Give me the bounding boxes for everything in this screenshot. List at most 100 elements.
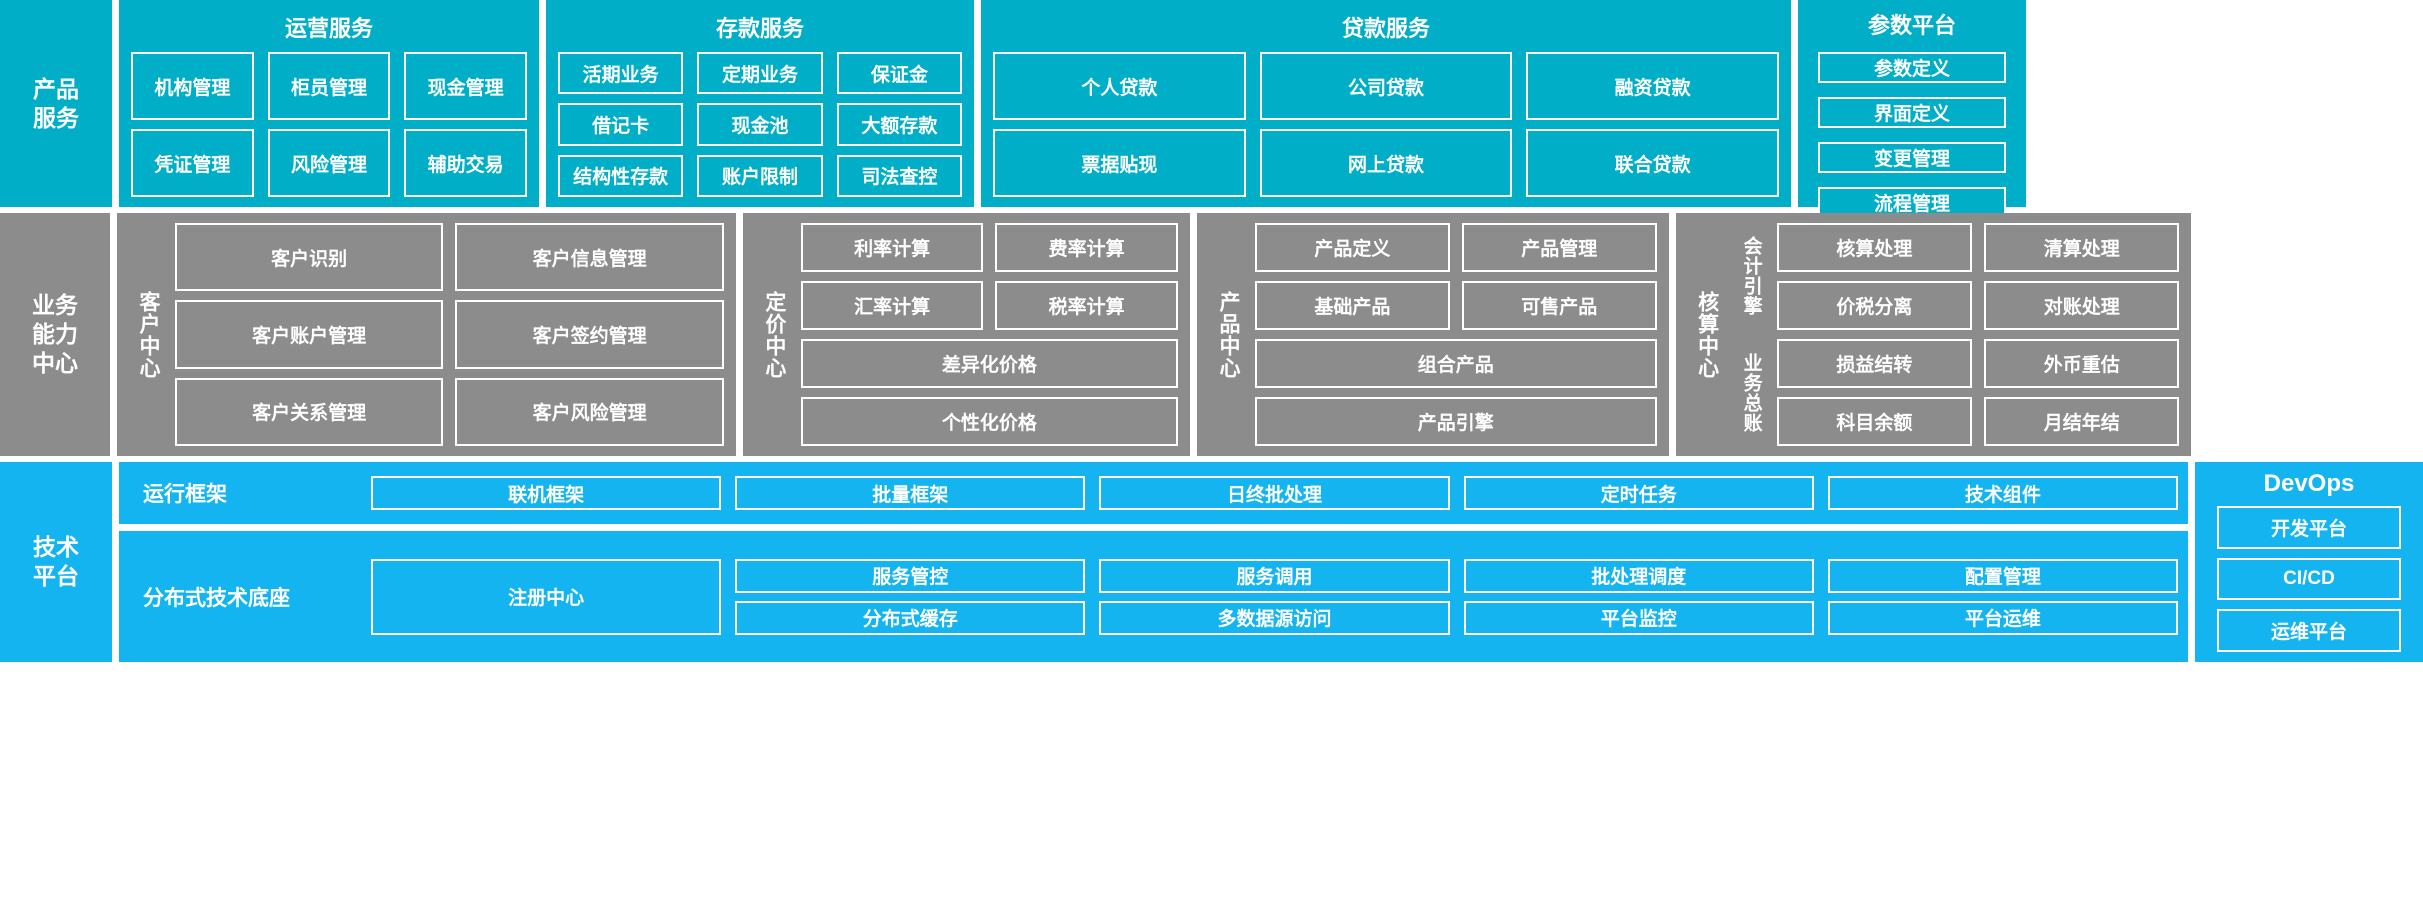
center-tile[interactable]: 客户签约管理 (455, 300, 724, 369)
service-tile[interactable]: 定期业务 (697, 52, 823, 95)
center-tile[interactable]: 基础产品 (1254, 281, 1450, 330)
business-capability-row: 业务能力中心 客户中心 客户识别 客户信息管理 客户账户管理 客户签约管理 客户… (0, 213, 2423, 456)
center-tile[interactable]: 客户识别 (174, 223, 444, 292)
center-sub-label-accounting-engine: 会计引擎 (1740, 236, 1762, 317)
tech-band-cells: 注册中心 服务管控 服务调用 批处理调度 配置管理 分布式缓存 多数据源访问 平… (371, 558, 2178, 635)
parameter-platform-item[interactable]: 变更管理 (1818, 142, 2006, 173)
tech-tile[interactable]: 日终批处理 (1099, 476, 1450, 510)
service-tile[interactable]: 司法查控 (836, 154, 962, 197)
service-group-loan: 贷款服务 个人贷款 公司贷款 融资贷款 票据贴现 网上贷款 联合贷款 (981, 0, 1791, 207)
service-tile[interactable]: 大额存款 (836, 103, 962, 146)
center-tile[interactable]: 税率计算 (995, 281, 1178, 330)
tech-tile[interactable]: 联机框架 (371, 476, 722, 510)
center-tile[interactable]: 汇率计算 (800, 281, 984, 330)
center-tile-grid: 利率计算 费率计算 汇率计算 税率计算 差异化价格 个性化价格 (800, 223, 1178, 446)
service-tile[interactable]: 现金池 (697, 103, 823, 146)
devops-item[interactable]: CI/CD (2217, 557, 2401, 601)
service-tile[interactable]: 辅助交易 (404, 129, 527, 197)
service-tile[interactable]: 结构性存款 (558, 154, 684, 197)
lane-label-product-services: 产品服务 (0, 0, 112, 207)
tech-tile[interactable]: 平台运维 (1827, 600, 2178, 635)
center-tile[interactable]: 科目余额 (1776, 397, 1973, 446)
center-side-label: 客户中心 (136, 290, 160, 379)
center-tile-grid: 产品定义 产品管理 基础产品 可售产品 组合产品 产品引擎 (1254, 223, 1657, 446)
center-tile[interactable]: 组合产品 (1254, 339, 1657, 388)
center-tile[interactable]: 产品引擎 (1254, 397, 1657, 446)
devops-items: 开发平台 CI/CD 运维平台 (2217, 506, 2401, 653)
center-tile[interactable]: 客户账户管理 (174, 300, 444, 369)
service-tile[interactable]: 融资贷款 (1526, 52, 1779, 120)
center-block-accounting: 核算中心 会计引擎 业务总账 核算处理 清算处理 价税分离 对账处理 损益结转 … (1675, 213, 2192, 456)
center-tile[interactable]: 个性化价格 (800, 397, 1178, 446)
center-tile[interactable]: 产品定义 (1254, 223, 1450, 272)
service-tile[interactable]: 账户限制 (697, 154, 823, 197)
center-tile[interactable]: 可售产品 (1461, 281, 1657, 330)
lane-label-text: 产品服务 (33, 75, 79, 131)
service-tile[interactable]: 联合贷款 (1526, 129, 1779, 197)
service-tile[interactable]: 柜员管理 (267, 52, 391, 120)
service-tile[interactable]: 网上贷款 (1259, 129, 1513, 197)
tech-band-label: 分布式技术底座 (143, 586, 290, 610)
parameter-platform-item[interactable]: 参数定义 (1818, 52, 2006, 83)
service-tile[interactable]: 保证金 (836, 52, 962, 95)
center-tile[interactable]: 月结年结 (1984, 397, 2180, 446)
service-group-operation: 运营服务 机构管理 柜员管理 现金管理 凭证管理 风险管理 辅助交易 (119, 0, 539, 207)
center-tile[interactable]: 价税分离 (1776, 281, 1973, 330)
service-group-deposit: 存款服务 活期业务 定期业务 保证金 借记卡 现金池 大额存款 结构性存款 账户… (546, 0, 974, 207)
center-tile[interactable]: 产品管理 (1461, 223, 1657, 272)
tech-tile[interactable]: 注册中心 (371, 558, 722, 635)
center-tile[interactable]: 损益结转 (1776, 339, 1973, 388)
center-block-product: 产品中心 产品定义 产品管理 基础产品 可售产品 组合产品 产品引擎 (1196, 213, 1669, 456)
center-side-label: 核算中心 (1695, 290, 1719, 379)
center-tile[interactable]: 差异化价格 (800, 339, 1178, 388)
devops-item[interactable]: 开发平台 (2217, 506, 2401, 549)
service-group-title: 运营服务 (284, 16, 373, 41)
center-tile[interactable]: 客户风险管理 (455, 377, 724, 446)
lane-label-text: 业务能力中心 (31, 292, 78, 376)
product-services-row: 产品服务 运营服务 机构管理 柜员管理 现金管理 凭证管理 风险管理 辅助交易 … (0, 0, 2423, 308)
service-tile[interactable]: 借记卡 (558, 103, 684, 146)
parameter-platform-title: 参数平台 (1867, 13, 1956, 38)
center-tile[interactable]: 核算处理 (1776, 223, 1973, 272)
service-tile[interactable]: 活期业务 (558, 52, 684, 95)
service-tile[interactable]: 个人贷款 (993, 52, 1246, 120)
tech-tile[interactable]: 技术组件 (1827, 476, 2178, 510)
service-tile[interactable]: 公司贷款 (1259, 52, 1513, 120)
tech-band-distributed-base: 分布式技术底座 注册中心 服务管控 服务调用 批处理调度 配置管理 分布式缓存 … (119, 531, 2188, 662)
lane-label-technical-platform: 技术平台 (0, 462, 112, 662)
center-sub-labels: 会计引擎 业务总账 (1734, 223, 1769, 446)
devops-panel: DevOps 开发平台 CI/CD 运维平台 (2195, 462, 2423, 662)
tech-tile[interactable]: 平台监控 (1463, 600, 1814, 635)
tech-tile[interactable]: 批量框架 (735, 476, 1086, 510)
tech-tile[interactable]: 分布式缓存 (735, 600, 1086, 635)
center-tile[interactable]: 清算处理 (1984, 223, 2180, 272)
technical-platform-bands: 运行框架 联机框架 批量框架 日终批处理 定时任务 技术组件 分布式技术底座 注… (119, 462, 2188, 662)
service-tile-grid: 个人贷款 公司贷款 融资贷款 票据贴现 网上贷款 联合贷款 (993, 52, 1779, 197)
center-tile[interactable]: 费率计算 (995, 223, 1178, 272)
center-block-customer: 客户中心 客户识别 客户信息管理 客户账户管理 客户签约管理 客户关系管理 客户… (116, 213, 736, 456)
service-tile[interactable]: 机构管理 (131, 52, 254, 120)
tech-tile[interactable]: 服务调用 (1099, 558, 1450, 593)
lane-label-business-capability: 业务能力中心 (0, 213, 110, 456)
service-tile[interactable]: 现金管理 (404, 52, 527, 120)
tech-tile[interactable]: 配置管理 (1827, 558, 2178, 593)
center-tile[interactable]: 对账处理 (1984, 281, 2180, 330)
tech-tile[interactable]: 多数据源访问 (1099, 600, 1450, 635)
center-tile[interactable]: 客户关系管理 (174, 377, 444, 446)
center-side-label: 定价中心 (762, 290, 786, 379)
center-tile[interactable]: 利率计算 (800, 223, 984, 272)
technical-platform-row: 技术平台 运行框架 联机框架 批量框架 日终批处理 定时任务 技术组件 分布式技… (0, 462, 2423, 662)
service-tile[interactable]: 凭证管理 (131, 129, 254, 197)
tech-tile[interactable]: 服务管控 (735, 558, 1086, 593)
parameter-platform-item[interactable]: 界面定义 (1818, 97, 2006, 128)
center-tile-grid: 客户识别 客户信息管理 客户账户管理 客户签约管理 客户关系管理 客户风险管理 (174, 223, 724, 446)
service-tile[interactable]: 风险管理 (267, 129, 391, 197)
tech-tile[interactable]: 定时任务 (1463, 476, 1814, 510)
service-group-title: 存款服务 (715, 16, 804, 41)
tech-tile[interactable]: 批处理调度 (1463, 558, 1814, 593)
tech-band-cells: 联机框架 批量框架 日终批处理 定时任务 技术组件 (371, 476, 2178, 510)
center-tile[interactable]: 客户信息管理 (455, 223, 724, 292)
service-tile[interactable]: 票据贴现 (993, 129, 1246, 197)
devops-item[interactable]: 运维平台 (2217, 609, 2401, 653)
center-tile[interactable]: 外币重估 (1984, 339, 2180, 388)
